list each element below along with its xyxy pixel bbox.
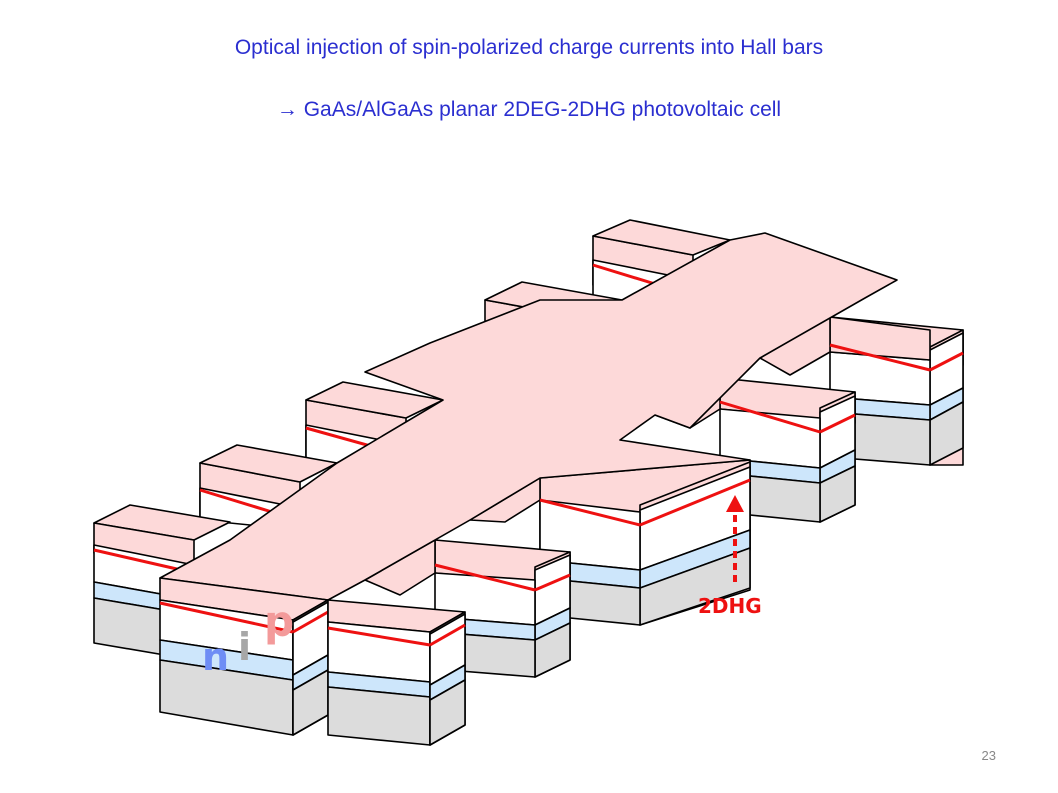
label-2dhg: 2DHG [698,594,762,618]
arm-right-front [469,459,751,626]
label-p-layer: p [264,597,294,646]
slide-title: Optical injection of spin-polarized char… [234,36,824,59]
top-surface [159,232,898,601]
slide-subtitle: → GaAs/AlGaAs planar 2DEG-2DHG photovolt… [276,98,782,121]
2dhg-arrow [726,495,744,582]
label-n-layer: n [202,635,229,679]
page-number: 23 [981,748,996,763]
label-i-layer: i [238,625,251,669]
arm-front-left [327,599,466,746]
block-front-left [159,577,329,736]
